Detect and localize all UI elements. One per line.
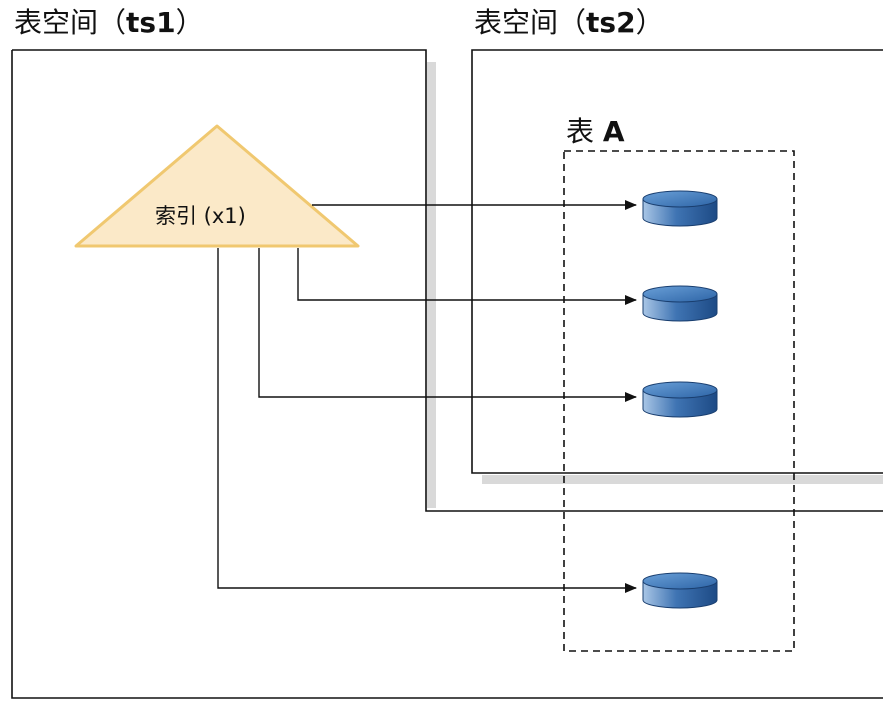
ts2-border [471, 49, 883, 474]
connector-row-3 [258, 248, 637, 402]
index-label: 索引 (x1) [155, 204, 246, 228]
tablespace-ts1-title: 表空间（ts1） [14, 6, 204, 39]
database-icon [642, 381, 718, 418]
table-a-title: 表 A [566, 115, 625, 148]
ts1-shadow [427, 62, 436, 508]
connector-row-4 [217, 248, 637, 593]
database-icon [642, 190, 718, 227]
database-icon [642, 572, 718, 609]
ts1-border-top-right [12, 49, 883, 512]
index-triangle-icon [74, 124, 360, 248]
database-icon [642, 285, 718, 322]
tablespace-ts2-title: 表空间（ts2） [474, 6, 664, 39]
connector-row-2 [297, 248, 637, 305]
ts2-shadow [482, 475, 883, 484]
table-a-box [563, 150, 795, 652]
ts1-border-left-bottom [11, 50, 883, 699]
